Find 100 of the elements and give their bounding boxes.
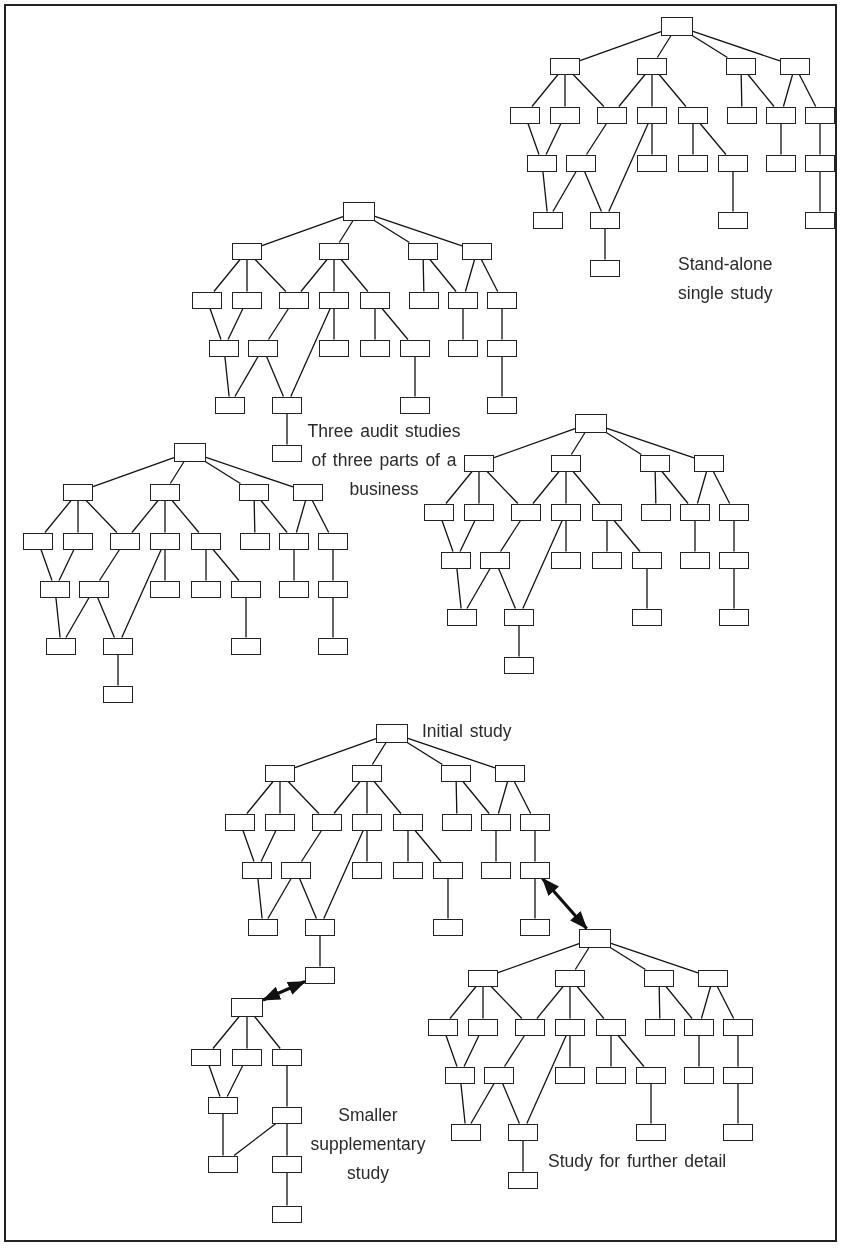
connector-line	[732, 170, 734, 213]
tree-node-box	[441, 551, 471, 569]
tree-node-box	[596, 1018, 626, 1036]
tree-node-box	[661, 16, 693, 36]
connector-line	[212, 548, 240, 582]
tree-node-box	[698, 969, 728, 987]
tree-node-box	[174, 442, 206, 462]
connector-line	[527, 122, 540, 156]
connector-line	[65, 596, 90, 639]
connector-line	[545, 122, 562, 156]
connector-line	[572, 73, 605, 108]
connector-line	[570, 431, 586, 456]
connector-line	[233, 1122, 277, 1157]
tree-node-box	[447, 608, 477, 626]
tree-node-box	[281, 861, 311, 879]
connector-line	[486, 470, 519, 505]
tree-node-box	[319, 242, 349, 260]
tree-node-box	[508, 1171, 538, 1189]
tree-node-box	[208, 1096, 238, 1114]
tree-node-box	[352, 861, 382, 879]
tree-node-box	[480, 551, 510, 569]
connector-line	[58, 548, 75, 582]
connector-line	[455, 780, 458, 815]
connector-line	[780, 122, 782, 156]
connector-line	[449, 985, 477, 1020]
tree-node-box	[318, 580, 348, 598]
connector-line	[267, 877, 292, 920]
connector-line	[366, 829, 368, 863]
connector-line	[552, 170, 577, 213]
connector-line	[470, 1082, 495, 1125]
tree-node-box	[632, 551, 662, 569]
tree-node-box	[684, 1066, 714, 1084]
connector-line	[40, 548, 53, 582]
tree-node-box	[632, 608, 662, 626]
tree-node-box	[637, 106, 667, 124]
tree-node-box	[636, 1066, 666, 1084]
tree-node-box	[592, 551, 622, 569]
connector-line	[429, 258, 457, 293]
tree-node-box	[718, 154, 748, 172]
tree-node-box	[727, 106, 757, 124]
tree-node-box	[63, 483, 93, 501]
tree-node-box	[208, 1155, 238, 1173]
connector-line	[692, 122, 694, 156]
tree-node-box	[79, 580, 109, 598]
connector-line	[733, 567, 735, 610]
tree-node-box	[495, 764, 525, 782]
tree-node-box	[590, 211, 620, 229]
tree-node-box	[510, 106, 540, 124]
tree-node-box	[232, 291, 262, 309]
tree-node-box	[103, 637, 133, 655]
tree-node-box	[319, 291, 349, 309]
connector-line	[658, 985, 661, 1020]
connector-line	[572, 470, 601, 505]
tree-node-box	[718, 211, 748, 229]
connector-line	[493, 428, 576, 459]
tree-node-box	[428, 1018, 458, 1036]
connector-line	[460, 1082, 466, 1125]
connector-line	[782, 73, 794, 108]
connector-line	[267, 307, 290, 341]
tree-node-box	[481, 813, 511, 831]
tree-node-box	[487, 339, 517, 357]
connector-line	[246, 258, 248, 293]
tree-node-box	[191, 580, 221, 598]
tree-node-box	[719, 608, 749, 626]
tree-node-box	[272, 396, 302, 414]
tree-node-box	[487, 396, 517, 414]
connector-line	[254, 258, 287, 293]
connector-line	[658, 73, 687, 108]
tree-node-box	[248, 918, 278, 936]
tree-node-box	[637, 154, 667, 172]
tree-node-box	[343, 201, 375, 221]
tree-node-box	[272, 1155, 302, 1173]
connector-line	[610, 1034, 612, 1068]
tree-node-box	[408, 242, 438, 260]
tree-node-box	[636, 1123, 666, 1141]
tree-node-box	[232, 1048, 262, 1066]
connector-line	[536, 985, 564, 1020]
tree-node-box	[640, 454, 670, 472]
connector-line	[447, 877, 449, 920]
tree-node-box	[305, 966, 335, 984]
tree-node-box	[433, 918, 463, 936]
tree-node-box	[191, 532, 221, 550]
connector-line	[531, 73, 559, 108]
connector-line	[253, 499, 256, 534]
tree-node-box	[242, 861, 272, 879]
tree-node-box	[150, 483, 180, 501]
connector-line	[169, 460, 185, 485]
tree-node-box	[312, 813, 342, 831]
tree-node-box	[464, 454, 494, 472]
connector-line	[490, 985, 523, 1020]
tree-node-box	[464, 503, 494, 521]
tree-node-box	[215, 396, 245, 414]
connector-line	[286, 1064, 288, 1108]
connector-line	[332, 596, 334, 639]
tree-node-box	[805, 211, 835, 229]
tree-node-box	[533, 211, 563, 229]
study-label: Three audit studies of three parts of a business	[306, 420, 462, 501]
tree-node-box	[590, 259, 620, 277]
connector-line	[665, 985, 693, 1020]
connector-line	[164, 548, 166, 582]
